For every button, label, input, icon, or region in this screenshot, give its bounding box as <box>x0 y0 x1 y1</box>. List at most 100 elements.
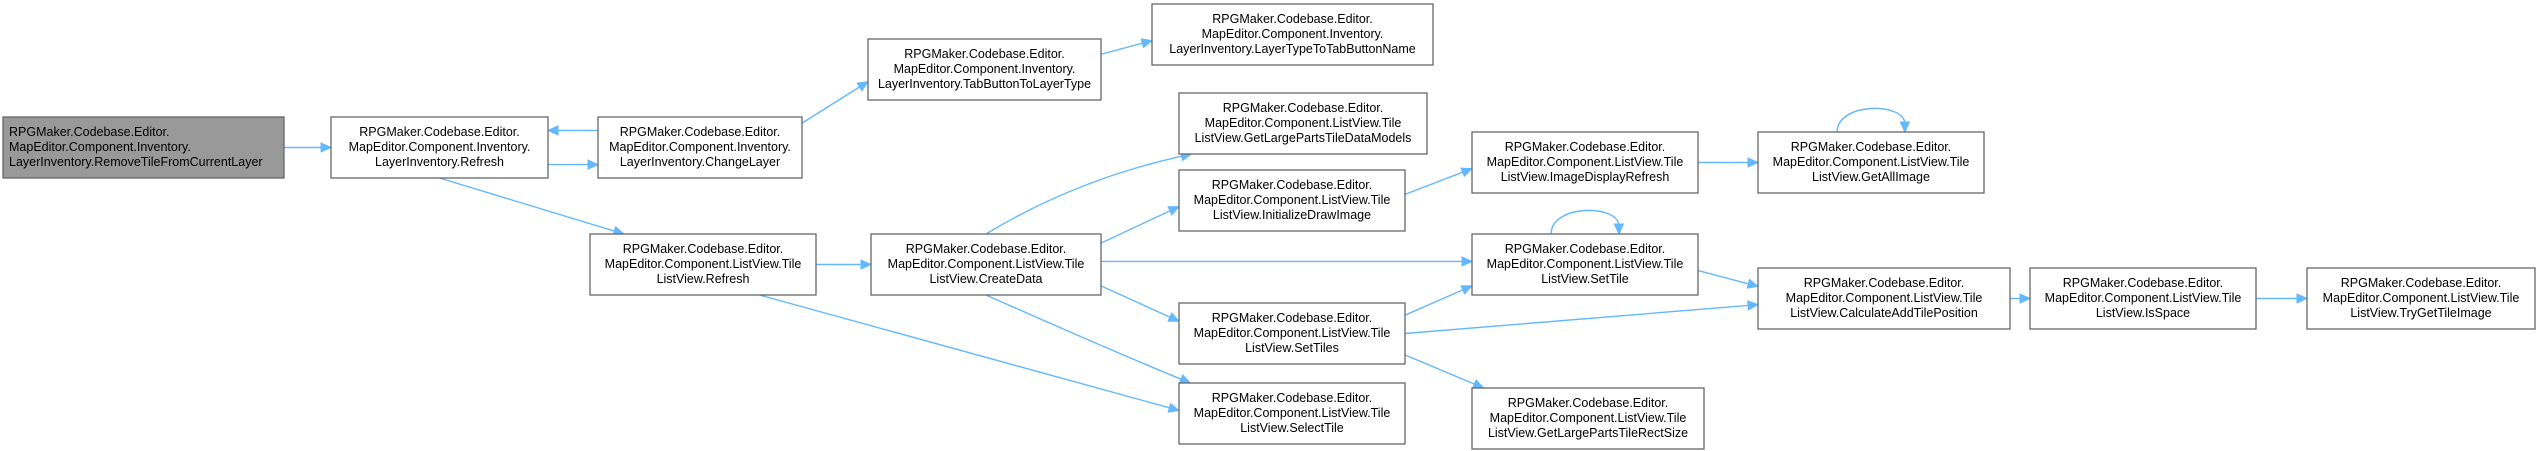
node-label-line: RPGMaker.Codebase.Editor. <box>623 242 784 256</box>
node-calc-pos[interactable]: RPGMaker.Codebase.Editor.MapEditor.Compo… <box>1757 267 2011 330</box>
node-box[interactable] <box>2 116 285 179</box>
node-tab-to-layer[interactable]: RPGMaker.Codebase.Editor.MapEditor.Compo… <box>867 38 1102 101</box>
node-label-line: ListView.SelectTile <box>1240 421 1344 435</box>
node-inv-refresh[interactable]: RPGMaker.Codebase.Editor.MapEditor.Compo… <box>330 116 549 179</box>
node-change-layer[interactable]: RPGMaker.Codebase.Editor.MapEditor.Compo… <box>597 116 803 179</box>
node-label-line: RPGMaker.Codebase.Editor. <box>1804 276 1965 290</box>
node-label-line: ListView.GetAllImage <box>1812 170 1930 184</box>
node-layer-to-tab[interactable]: RPGMaker.Codebase.Editor.MapEditor.Compo… <box>1151 3 1434 66</box>
node-label-line: RPGMaker.Codebase.Editor. <box>904 47 1065 61</box>
node-label-line: RPGMaker.Codebase.Editor. <box>2341 276 2502 290</box>
node-remove[interactable]: RPGMaker.Codebase.Editor.MapEditor.Compo… <box>2 116 285 179</box>
node-label-line: MapEditor.Component.ListView.Tile <box>1490 411 1687 425</box>
node-label-line: ListView.ImageDisplayRefresh <box>1501 170 1670 184</box>
node-label-line: ListView.SetTiles <box>1245 341 1339 355</box>
node-label-line: ListView.SetTile <box>1541 272 1629 286</box>
node-box[interactable] <box>1471 387 1705 450</box>
node-label-line: MapEditor.Component.ListView.Tile <box>2323 291 2520 305</box>
node-label-line: MapEditor.Component.ListView.Tile <box>1487 155 1684 169</box>
node-label-line: MapEditor.Component.ListView.Tile <box>1205 116 1402 130</box>
node-init-draw[interactable]: RPGMaker.Codebase.Editor.MapEditor.Compo… <box>1178 169 1406 232</box>
node-box[interactable] <box>2306 267 2536 330</box>
node-box[interactable] <box>1178 169 1406 232</box>
edge-inv_refresh-to-change_layer <box>548 159 600 170</box>
node-get-large-rect[interactable]: RPGMaker.Codebase.Editor.MapEditor.Compo… <box>1471 387 1705 450</box>
edge-change_layer-to-tab_to_layer <box>801 81 870 124</box>
node-get-large-models[interactable]: RPGMaker.Codebase.Editor.MapEditor.Compo… <box>1178 92 1428 155</box>
edge-tab_to_layer-to-layer_to_tab <box>1100 38 1154 55</box>
node-box[interactable] <box>330 116 549 179</box>
node-box[interactable] <box>1757 131 1985 194</box>
node-box[interactable] <box>1178 302 1406 365</box>
node-box[interactable] <box>867 38 1102 101</box>
node-label-line: MapEditor.Component.ListView.Tile <box>888 257 1085 271</box>
node-label-line: RPGMaker.Codebase.Editor. <box>9 125 170 139</box>
node-label-line: RPGMaker.Codebase.Editor. <box>1212 178 1373 192</box>
node-label-line: MapEditor.Component.Inventory. <box>894 62 1076 76</box>
node-box[interactable] <box>589 233 817 296</box>
node-lv-refresh[interactable]: RPGMaker.Codebase.Editor.MapEditor.Compo… <box>589 233 817 296</box>
edge-remove-to-inv_refresh <box>284 142 333 153</box>
node-label-line: ListView.TryGetTileImage <box>2350 306 2491 320</box>
edge-set_tile-to-set_tile <box>1550 209 1625 236</box>
node-label-line: ListView.Refresh <box>657 272 750 286</box>
node-box[interactable] <box>1151 3 1434 66</box>
edge-create_data-to-select_tile <box>985 294 1192 384</box>
edge-lv_refresh-to-create_data <box>816 259 873 270</box>
node-label-line: LayerInventory.TabButtonToLayerType <box>878 77 1091 91</box>
node-label-line: RPGMaker.Codebase.Editor. <box>1212 311 1373 325</box>
node-label-line: MapEditor.Component.ListView.Tile <box>1194 406 1391 420</box>
edge-lv_refresh-to-select_tile <box>759 294 1181 413</box>
node-label-line: LayerInventory.ChangeLayer <box>620 155 780 169</box>
node-box[interactable] <box>1471 131 1699 194</box>
node-label-line: RPGMaker.Codebase.Editor. <box>1505 242 1666 256</box>
node-label-line: RPGMaker.Codebase.Editor. <box>1212 391 1373 405</box>
node-label-line: RPGMaker.Codebase.Editor. <box>1223 101 1384 115</box>
edge-set_tiles-to-get_large_rect <box>1404 354 1485 389</box>
node-box[interactable] <box>1757 267 2011 330</box>
edge-set_tiles-to-calc_pos <box>1404 300 1760 335</box>
node-label-line: RPGMaker.Codebase.Editor. <box>1212 12 1373 26</box>
node-select-tile[interactable]: RPGMaker.Codebase.Editor.MapEditor.Compo… <box>1178 382 1406 445</box>
node-create-data[interactable]: RPGMaker.Codebase.Editor.MapEditor.Compo… <box>870 233 1102 296</box>
node-box[interactable] <box>1178 382 1406 445</box>
edge-init_draw-to-image_refresh <box>1404 167 1474 196</box>
edge-create_data-to-init_draw <box>1100 206 1181 244</box>
node-try-get-image[interactable]: RPGMaker.Codebase.Editor.MapEditor.Compo… <box>2306 267 2536 330</box>
node-box[interactable] <box>1178 92 1428 155</box>
node-label-line: ListView.GetLargePartsTileRectSize <box>1488 426 1688 440</box>
edge-image_refresh-to-get_all_image <box>1698 157 1760 168</box>
node-label-line: MapEditor.Component.ListView.Tile <box>605 257 802 271</box>
edge-create_data-to-set_tile <box>1101 256 1474 267</box>
node-is-space[interactable]: RPGMaker.Codebase.Editor.MapEditor.Compo… <box>2029 267 2257 330</box>
node-label-line: RPGMaker.Codebase.Editor. <box>2063 276 2224 290</box>
node-box[interactable] <box>597 116 803 179</box>
node-label-line: ListView.GetLargePartsTileDataModels <box>1195 131 1412 145</box>
node-label-line: MapEditor.Component.Inventory. <box>609 140 791 154</box>
node-label-line: RPGMaker.Codebase.Editor. <box>359 125 520 139</box>
node-label-line: MapEditor.Component.Inventory. <box>9 140 191 154</box>
node-label-line: RPGMaker.Codebase.Editor. <box>1505 140 1666 154</box>
node-box[interactable] <box>2029 267 2257 330</box>
node-get-all-image[interactable]: RPGMaker.Codebase.Editor.MapEditor.Compo… <box>1757 131 1985 194</box>
node-label-line: MapEditor.Component.ListView.Tile <box>1194 326 1391 340</box>
node-label-line: RPGMaker.Codebase.Editor. <box>620 125 781 139</box>
edge-change_layer-to-inv_refresh <box>546 125 598 136</box>
node-label-line: MapEditor.Component.ListView.Tile <box>1487 257 1684 271</box>
node-label-line: ListView.InitializeDrawImage <box>1213 208 1371 222</box>
node-image-refresh[interactable]: RPGMaker.Codebase.Editor.MapEditor.Compo… <box>1471 131 1699 194</box>
node-label-line: MapEditor.Component.ListView.Tile <box>2045 291 2242 305</box>
node-box[interactable] <box>1471 233 1699 296</box>
edge-calc_pos-to-is_space <box>2010 293 2032 304</box>
node-box[interactable] <box>870 233 1102 296</box>
node-label-line: MapEditor.Component.Inventory. <box>349 140 531 154</box>
node-set-tile[interactable]: RPGMaker.Codebase.Editor.MapEditor.Compo… <box>1471 233 1699 296</box>
nodes-layer: RPGMaker.Codebase.Editor.MapEditor.Compo… <box>2 3 2536 450</box>
node-label-line: RPGMaker.Codebase.Editor. <box>906 242 1067 256</box>
node-set-tiles[interactable]: RPGMaker.Codebase.Editor.MapEditor.Compo… <box>1178 302 1406 365</box>
node-label-line: ListView.IsSpace <box>2096 306 2190 320</box>
edges-layer <box>284 38 2309 413</box>
node-label-line: ListView.CalculateAddTilePosition <box>1790 306 1978 320</box>
node-label-line: MapEditor.Component.ListView.Tile <box>1194 193 1391 207</box>
